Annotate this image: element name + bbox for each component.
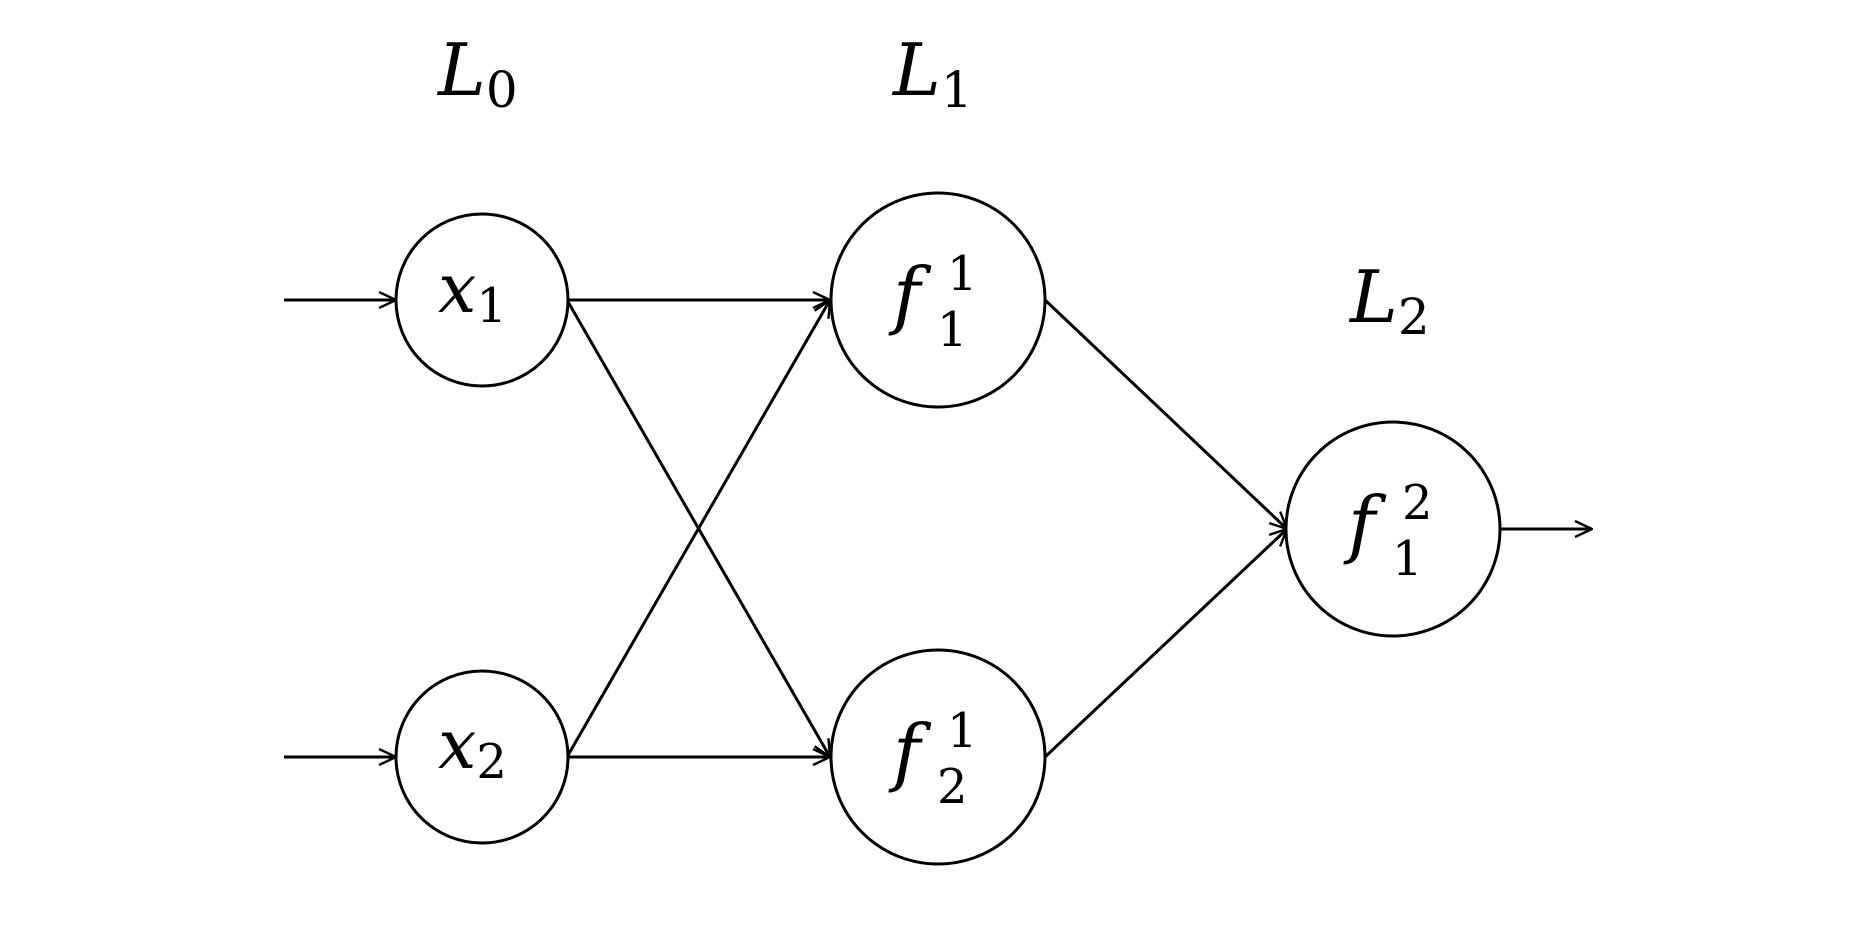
edges [284, 300, 1592, 757]
node-label-f21-sub: 2 [937, 759, 968, 815]
node-f12: f 2 1 [1284, 420, 1502, 638]
node-circle [829, 191, 1047, 409]
node-label-f12-sup: 2 [1402, 475, 1433, 531]
node-f21: f 1 2 [829, 648, 1047, 866]
node-circle [1284, 420, 1502, 638]
layer-labels: L0 L1 L2 [436, 28, 1430, 346]
layer-label-l1: L1 [891, 28, 973, 119]
node-x2: x2 [394, 669, 570, 845]
node-circle [394, 669, 570, 845]
node-circle [394, 212, 570, 388]
edge-x2-f11 [565, 300, 830, 758]
node-label-f11-sup: 1 [947, 246, 978, 302]
layer-label-l0: L0 [436, 28, 518, 119]
node-circle [829, 648, 1047, 866]
node-label-f21-sup: 1 [947, 703, 978, 759]
edge-f21-f12 [1043, 529, 1287, 759]
node-label-x1: x1 [438, 250, 507, 334]
node-label-f12-sub: 1 [1392, 531, 1423, 587]
node-label-f11-sub: 1 [937, 302, 968, 358]
node-label-x2: x2 [438, 706, 507, 790]
node-x1: x1 [394, 212, 570, 388]
edge-f11-f12 [1043, 298, 1287, 529]
node-f11: f 1 1 [829, 191, 1047, 409]
layer-label-l2: L2 [1348, 255, 1430, 346]
